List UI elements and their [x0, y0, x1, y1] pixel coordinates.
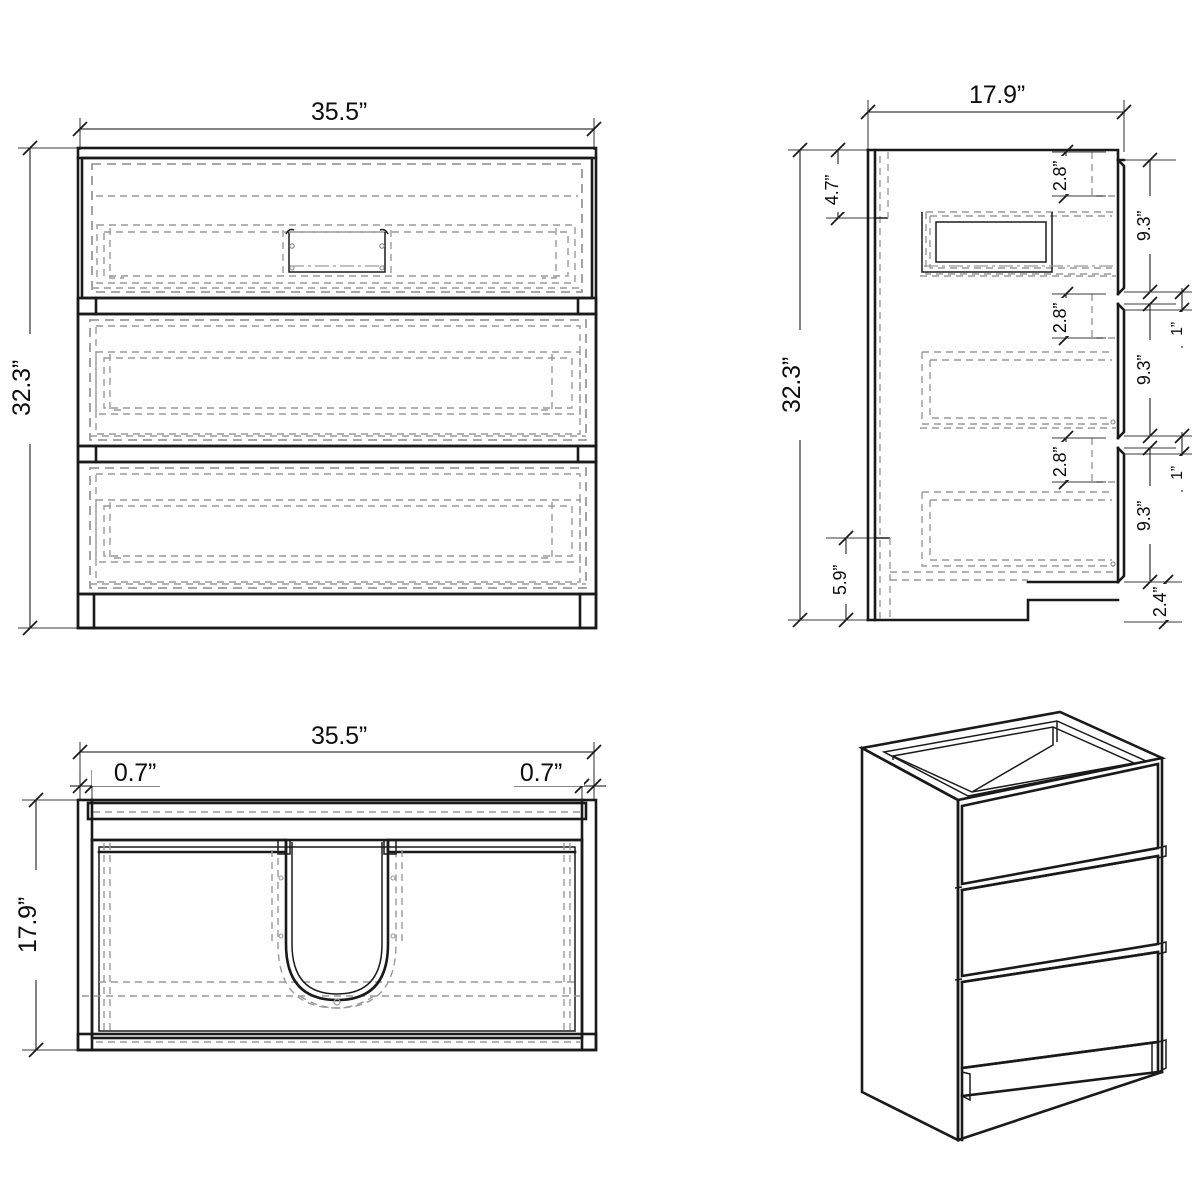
view-top-plan: 35.5” 0.7” 0.7”: [14, 722, 606, 1058]
top-sink-bowl-cutout: [90, 838, 584, 1009]
dimension-label-side-drawer-3: 9.3”: [1134, 501, 1154, 531]
side-drawer-3[interactable]: [890, 438, 1126, 584]
dimension-front-height: 32.3”: [8, 140, 80, 636]
dimension-side-gap-1: 2.8”: [1050, 144, 1106, 204]
iso-toe-kick: [960, 1039, 1167, 1142]
view-isometric: [858, 710, 1167, 1143]
dimension-label-side-drawer-2: 9.3”: [1134, 355, 1154, 385]
iso-cabinet: [858, 710, 1167, 1143]
dimension-label-top-right-inset: 0.7”: [520, 759, 562, 787]
dimension-label-side-bottom-offset: 5.9”: [830, 565, 850, 595]
front-sink-cutout: [282, 228, 392, 274]
side-drawer-1[interactable]: [920, 152, 1126, 296]
dimension-side-reveal-1: 1”: [1124, 284, 1194, 348]
dimension-side-toekick: 2.4”: [1124, 574, 1182, 630]
dimension-label-side-drawer-1: 9.3”: [1134, 211, 1154, 241]
dimension-top-width: 35.5”: [72, 722, 602, 790]
dimension-label-side-reveal-2: 1”: [1169, 466, 1186, 480]
dimension-label-side-gap-2: 2.8”: [1050, 303, 1070, 333]
top-plan-body: [76, 798, 598, 1052]
view-side-section: 17.9” 32.3” 4.7”: [778, 81, 1194, 630]
dimension-side-reveal-2: 1”: [1124, 428, 1194, 492]
dimension-top-depth: 17.9”: [14, 792, 80, 1058]
dimension-label-side-top-offset: 4.7”: [822, 175, 842, 205]
dimension-label-top-depth: 17.9”: [14, 897, 42, 953]
dimension-label-side-depth: 17.9”: [969, 81, 1025, 109]
dimension-label-top-width: 35.5”: [311, 722, 367, 750]
front-toe-kick: [76, 592, 598, 630]
front-drawer-3[interactable]: [76, 460, 598, 596]
dimension-front-width: 35.5”: [72, 98, 602, 150]
dimension-label-front-height: 32.3”: [8, 360, 36, 416]
dimension-side-gap-2: 2.8”: [1050, 286, 1106, 346]
dimension-label-front-width: 35.5”: [311, 98, 367, 126]
dimension-side-drawer-3: 9.3”: [1124, 440, 1176, 590]
dimension-top-right-inset: 0.7”: [498, 759, 606, 800]
dimension-label-side-gap-1: 2.8”: [1050, 161, 1070, 191]
dimension-label-side-toekick: 2.4”: [1150, 587, 1170, 617]
dimension-label-top-left-inset: 0.7”: [114, 759, 156, 787]
side-cabinet-body: [866, 148, 1126, 622]
dimension-top-left-inset: 0.7”: [70, 759, 178, 800]
dimension-side-bottom-offset: 5.9”: [826, 530, 888, 628]
dimension-label-side-reveal-1: 1”: [1169, 322, 1186, 336]
dimension-label-side-gap-3: 2.8”: [1050, 447, 1070, 477]
dimension-label-side-height: 32.3”: [778, 357, 806, 413]
side-drawer-2[interactable]: [920, 294, 1126, 440]
view-front-elevation: 35.5” 32.3”: [8, 98, 602, 636]
dimension-side-gap-3: 2.8”: [1050, 430, 1106, 490]
dimension-side-top-offset: 4.7”: [822, 142, 888, 226]
dimension-side-depth: 17.9”: [860, 81, 1132, 152]
